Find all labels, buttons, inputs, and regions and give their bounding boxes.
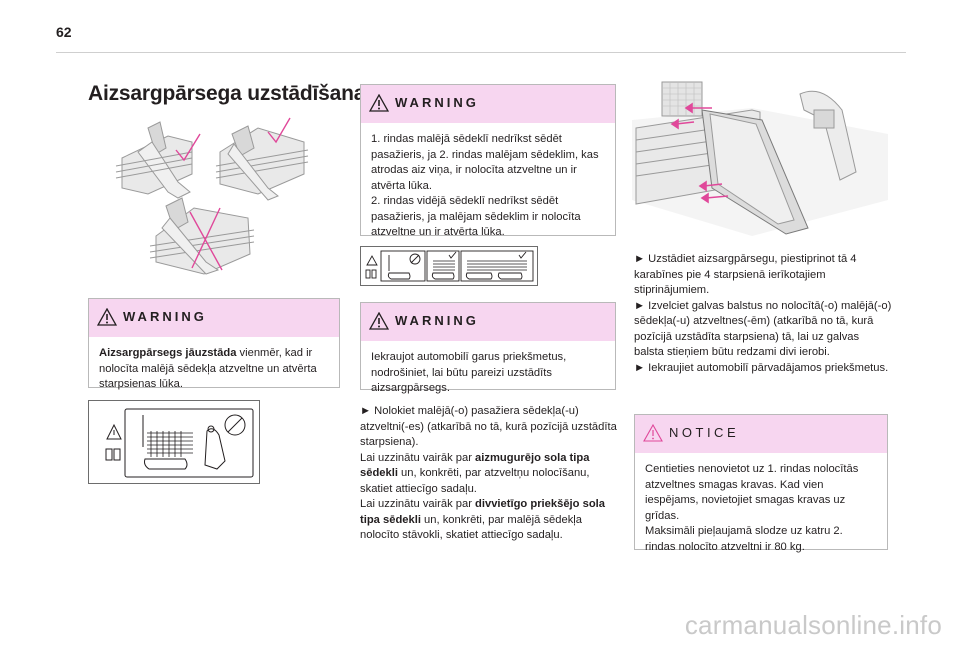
warning-line: atvērta lūka. (371, 179, 432, 192)
watermark: carmanualsonline.info (684, 610, 942, 640)
warning-header: WARNING (89, 299, 339, 337)
warning-title: WARNING (395, 95, 479, 110)
warning-line: 1. rindas malējā sēdeklī nedrīkst sēdēt (371, 133, 562, 145)
notice-line: Centieties nenovietot uz 1. rindas noloc… (645, 463, 859, 475)
notice-text: Centieties nenovietot uz 1. rindas noloc… (635, 453, 887, 555)
notice-line: grīdas. (645, 509, 680, 522)
notice-header: NOTICE (635, 415, 887, 453)
warning-line: Iekraujot automobilī garus priekšmetus, (371, 351, 567, 363)
notice-line: iespējams, novietojiet smagas kravas uz (645, 494, 846, 506)
warning-line: atzveltne un ir atvērta lūka. (371, 226, 505, 238)
reference-bench-seat: Lai uzzinātu vairāk par aizmugurējo sola… (360, 451, 618, 498)
page-title: Aizsargpārsega uzstādīšana (88, 82, 366, 105)
reference-prefix: Lai uzzinātu vairāk par (360, 498, 476, 510)
warning-line: pasažieris, ja 2. rindas malējam sēdekli… (371, 148, 599, 161)
notice-box: NOTICE Centieties nenovietot uz 1. rinda… (634, 414, 888, 553)
no-seat-pictogram (105, 408, 254, 478)
reference-suffix: un, konkrēti, par malējā sēdekļa nolocīt… (360, 513, 582, 542)
warning-box-passenger: WARNING 1. rindas malējā sēdeklī nedrīks… (360, 84, 616, 238)
warning-line: 2. rindas vidējā sēdeklī nedrīkst sēdēt (371, 195, 559, 207)
warning-header: WARNING (361, 303, 615, 341)
warning-header: WARNING (361, 85, 615, 123)
seat-load-pictogram (365, 250, 534, 282)
notice-line: rindas nolocīto atzveltni ir 80 kg. (645, 540, 805, 553)
pictogram-panel-middle (360, 246, 538, 286)
reference-bold: aizmugurējo sola tipa sēdekli (360, 451, 590, 480)
notice-title: NOTICE (669, 425, 740, 440)
header-divider (56, 52, 906, 53)
instruction-step-fold: ► Nolokiet malējā(-o) pasažiera sēdekļa(… (360, 405, 617, 448)
notice-line: atzveltnes smagas kravas. Kad vien (645, 478, 824, 491)
page-number: 62 (56, 24, 72, 40)
warning-line: nodrošiniet, lai būtu pareizi uzstādīts (371, 366, 552, 379)
reference-suffix: un, konkrēti, par atzveltņu nolocīšanu, … (360, 467, 590, 495)
notice-icon (643, 424, 663, 442)
warning-body-text: vienmēr, kad ir nolocīta malējā sēdekļa … (99, 347, 317, 390)
warning-icon (369, 94, 389, 112)
instruction-text-middle: ► Nolokiet malējā(-o) pasažiera sēdekļa(… (360, 404, 618, 544)
protective-cover-illustration (632, 81, 888, 236)
notice-line: Maksimāli pieļaujamā slodze uz katru 2. (645, 525, 843, 537)
seat-folding-illustration (115, 117, 309, 275)
reference-double-seat: Lai uzzinātu vairāk par divvietīgo priek… (360, 497, 618, 544)
instruction-step-headrests: ► Izvelciet galvas balstus no nolocītā(-… (634, 299, 892, 359)
warning-text: 1. rindas malējā sēdeklī nedrīkst sēdēt … (361, 123, 615, 241)
warning-text: Aizsargpārsegs jāuzstāda vienmēr, kad ir… (89, 337, 339, 393)
instruction-step-load: ► Iekraujiet automobilī pārvadājamos pri… (634, 361, 889, 374)
reference-bold: divvietīgo priekšējo sola tipa sēdekli (360, 498, 605, 526)
warning-line: pasažieris, ja malējam sēdeklim ir noloc… (371, 210, 581, 223)
warning-title: WARNING (395, 313, 479, 328)
reference-prefix: Lai uzzinātu vairāk par (360, 451, 476, 464)
pictogram-panel-left (88, 400, 260, 484)
instruction-text-right: ► Uzstādiet aizsargpārsegu, piestiprinot… (634, 252, 892, 376)
warning-line: atrodas aiz viņa, ir nolocīta atzveltne … (371, 164, 577, 176)
instruction-step-install: ► Uzstādiet aizsargpārsegu, piestiprinot… (634, 253, 857, 296)
warning-line: aizsargpārsegs. (371, 382, 450, 394)
warning-bold-text: Aizsargpārsegs jāuzstāda (99, 347, 237, 359)
warning-title: WARNING (123, 309, 207, 324)
warning-icon (97, 308, 117, 326)
warning-box-fold-seat: WARNING Aizsargpārsegs jāuzstāda vienmēr… (88, 298, 340, 390)
warning-text: Iekraujot automobilī garus priekšmetus, … (361, 341, 615, 397)
warning-icon (369, 312, 389, 330)
warning-box-long-items: WARNING Iekraujot automobilī garus priek… (360, 302, 616, 394)
